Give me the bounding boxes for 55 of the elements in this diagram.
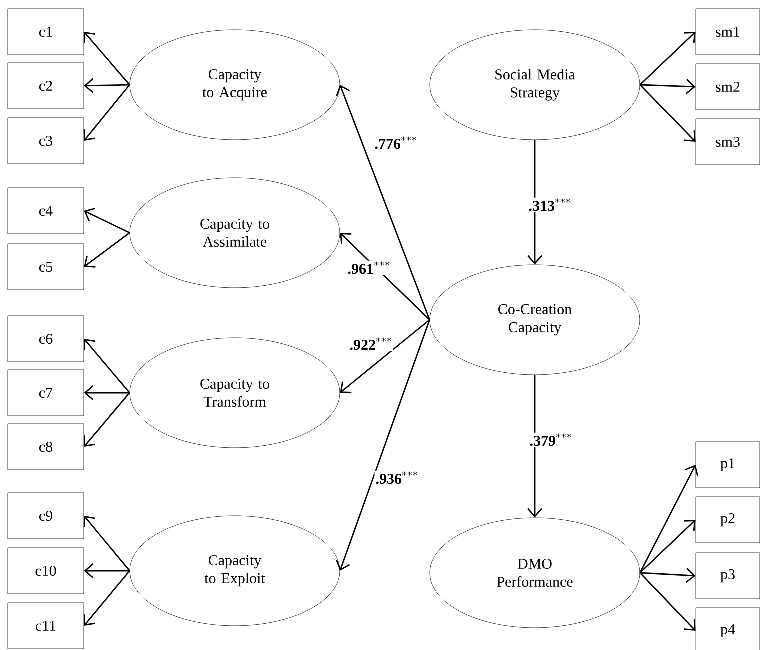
ellipse-node: Co-Creation Capacity [430,264,640,376]
arrow [84,84,130,141]
arrow [84,570,130,626]
indicator-box: p4 [696,608,760,650]
indicator-box: p3 [696,552,760,600]
indicator-box: c11 [8,602,84,650]
edge-label: .379$^{***}$ [528,432,574,448]
arrow [640,465,699,574]
arrow [640,84,696,142]
arrow [84,339,130,394]
ellipse-node: DMO Performance [430,518,640,628]
edge-label: .313$^{***}$ [528,198,572,212]
indicator-box: p1 [696,442,760,488]
indicator-box: sm3 [696,118,760,166]
edge-label: .961$^{***}$ [346,260,392,276]
arrow [84,232,130,268]
arrow [84,392,130,447]
arrow [336,85,430,320]
edge-label: .776$^{***}$ [374,136,418,150]
ellipse-node: Capacity to Transform [130,338,340,448]
indicator-box: c4 [8,188,84,234]
arrow [527,140,543,265]
arrow [336,320,430,571]
arrow [84,32,130,86]
indicator-box: c8 [8,424,84,470]
arrow [640,520,696,574]
ellipse-node: Capacity to Exploit [130,516,340,626]
ellipse-node: Capacity to Assimilate [130,178,340,288]
arrow [84,208,130,234]
arrow [340,319,430,394]
arrow [340,233,430,320]
arrow [84,516,130,572]
indicator-box: sm1 [696,8,760,56]
arrow [84,78,130,94]
arrow [84,385,130,401]
indicator-box: c7 [8,370,84,416]
indicator-box: c2 [8,62,84,110]
indicator-box: c10 [8,548,84,594]
ellipse-node: Social Media Strategy [430,30,640,140]
arrow [640,79,696,94]
ellipse-node: Capacity to Acquire [130,30,340,140]
indicator-box: p2 [696,496,760,544]
arrow [640,32,696,86]
indicator-box: sm2 [696,64,760,110]
arrow [84,563,130,579]
indicator-box: c5 [8,244,84,290]
indicator-box: c1 [8,8,84,56]
edge-label: .936$^{***}$ [374,470,420,486]
edge-label: .922$^{***}$ [348,336,394,352]
arrow [640,572,696,631]
indicator-box: c9 [8,492,84,540]
indicator-box: c3 [8,118,84,164]
arrow [640,568,696,584]
indicator-box: c6 [8,316,84,362]
arrow [527,375,543,518]
